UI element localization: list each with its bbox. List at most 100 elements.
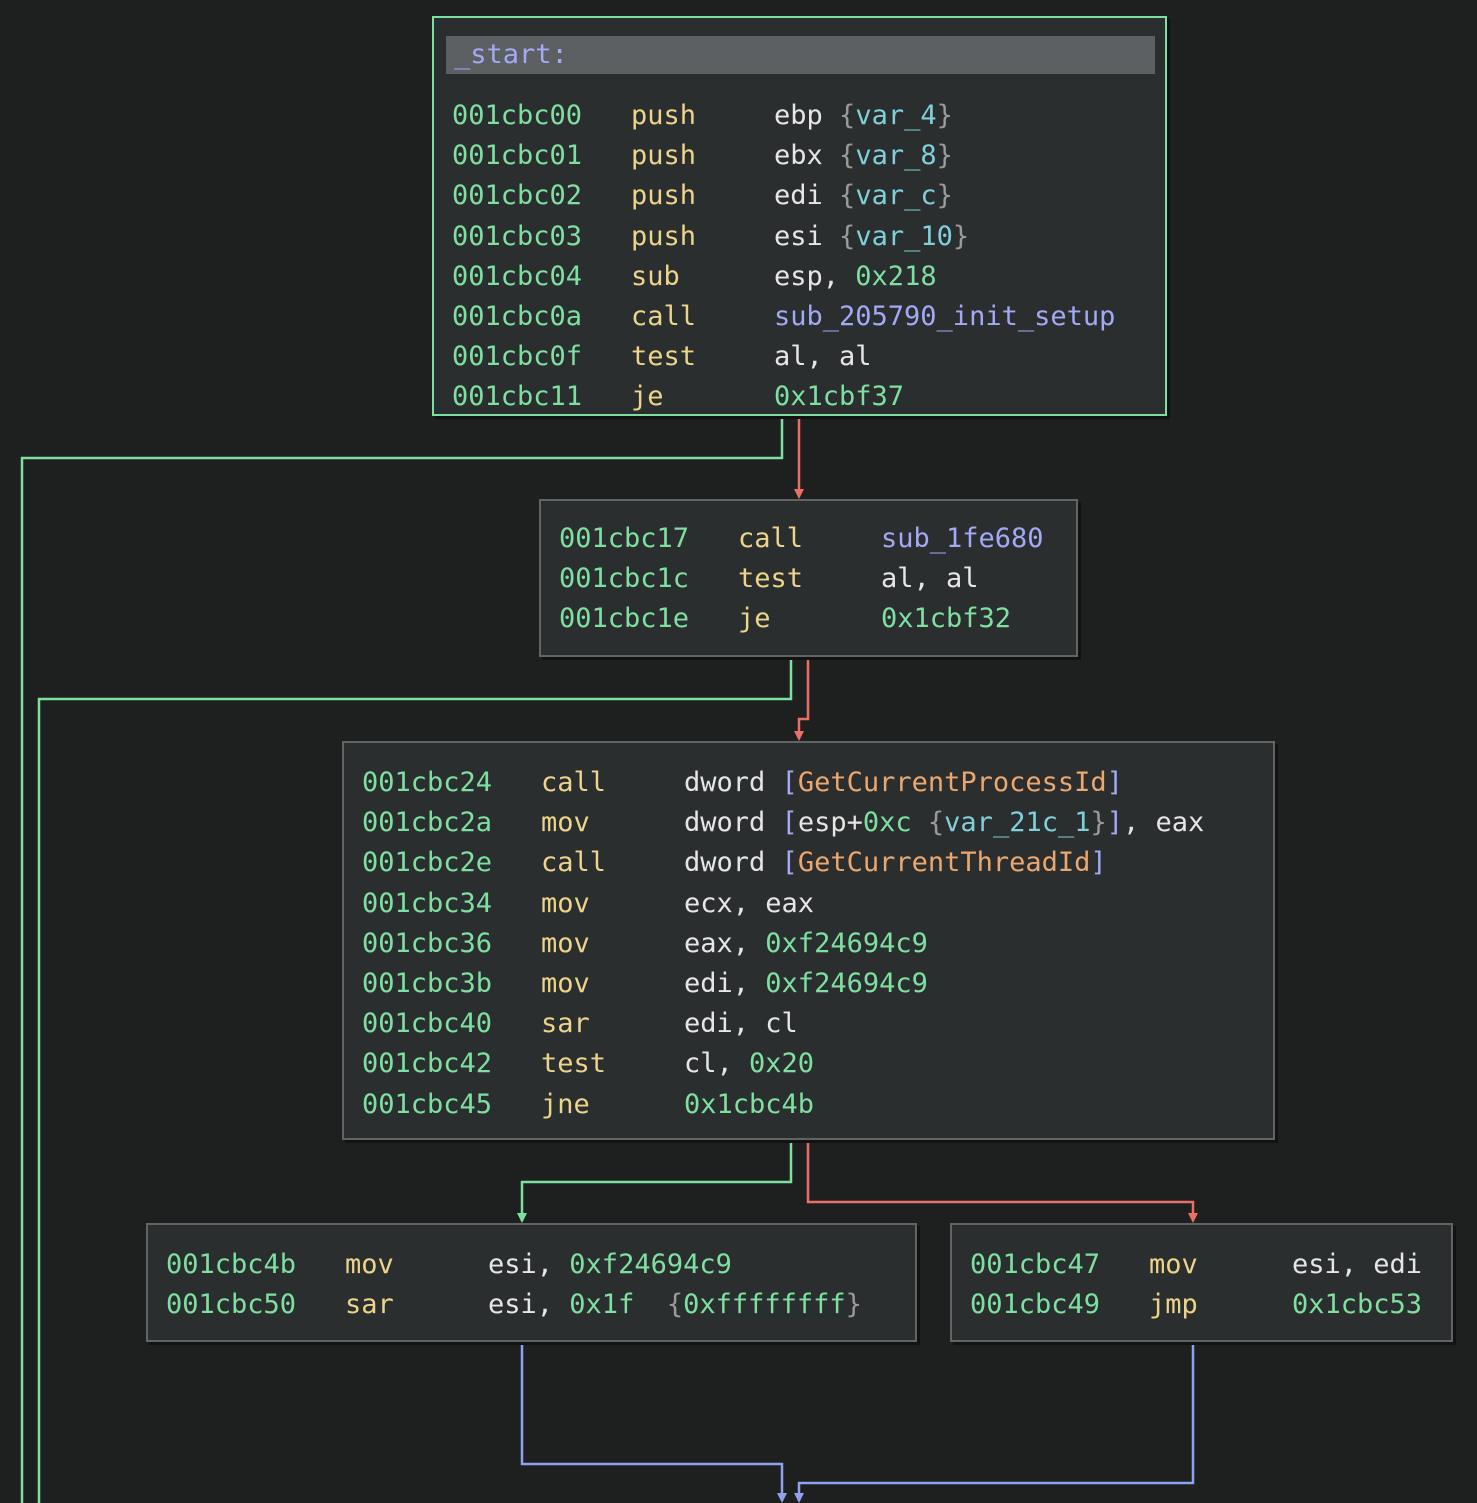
operand-token-num[interactable]: 0xf24694c9 xyxy=(765,968,928,999)
operand-token-num[interactable]: 0x1cbc53 xyxy=(1292,1289,1423,1321)
instruction-address[interactable]: 001cbc47 xyxy=(970,1249,1101,1280)
instruction-mnemonic: call xyxy=(541,767,607,798)
operand-token-reg: esp xyxy=(774,260,823,292)
operand-token-num[interactable]: 0xffffffff xyxy=(683,1289,846,1321)
instruction-mnemonic: je xyxy=(738,603,771,635)
operand-token-brace: } xyxy=(936,100,953,131)
instruction-mnemonic: test xyxy=(738,563,804,595)
instruction-operands: dword [GetCurrentThreadId] xyxy=(684,843,1107,883)
instruction-address[interactable]: 001cbc34 xyxy=(362,887,493,919)
operand-token-num[interactable]: 0x1f xyxy=(569,1289,635,1321)
operand-token-reg: esi xyxy=(1292,1249,1341,1280)
instruction-row[interactable]: 001cbc1c test al, al xyxy=(541,559,1076,599)
instruction-address[interactable]: 001cbc3b xyxy=(362,968,493,999)
operand-token-punc xyxy=(823,180,839,211)
operand-token-sym[interactable]: sub_205790_init_setup xyxy=(774,301,1116,332)
instruction-operands: 0x1cbf32 xyxy=(881,599,1011,639)
instruction-operands: ebx {var_8} xyxy=(774,136,953,176)
instruction-address[interactable]: 001cbc01 xyxy=(452,140,583,172)
instruction-address[interactable]: 001cbc17 xyxy=(559,523,690,554)
instruction-address[interactable]: 001cbc2a xyxy=(362,807,493,839)
operand-token-sym[interactable]: sub_1fe680 xyxy=(881,523,1044,554)
operand-token-reg: al xyxy=(839,341,872,373)
operand-token-brace: { xyxy=(839,220,856,252)
instruction-address[interactable]: 001cbc24 xyxy=(362,767,493,798)
edge-b1-true xyxy=(37,657,793,1503)
instruction-address[interactable]: 001cbc1c xyxy=(559,563,690,595)
instruction-operands: esi, 0xf24694c9 xyxy=(488,1245,732,1285)
instruction-address[interactable]: 001cbc45 xyxy=(362,1088,493,1120)
operand-token-num[interactable]: 0xc xyxy=(862,807,912,839)
instruction-address[interactable]: 001cbc49 xyxy=(970,1289,1101,1321)
instruction-operands: dword [GetCurrentProcessId] xyxy=(684,763,1123,803)
instruction-address[interactable]: 001cbc03 xyxy=(452,220,583,252)
instruction-address[interactable]: 001cbc00 xyxy=(452,100,583,131)
operand-token-num[interactable]: 0x1cbc4b xyxy=(684,1088,815,1120)
operand-token-num[interactable]: 0x20 xyxy=(749,1048,815,1080)
instruction-address[interactable]: 001cbc50 xyxy=(166,1289,297,1321)
operand-token-imp[interactable]: GetCurrentThreadId xyxy=(797,847,1091,879)
instruction-address[interactable]: 001cbc4b xyxy=(166,1249,297,1280)
operand-token-punc: , xyxy=(732,968,766,999)
operand-token-var[interactable]: var_4 xyxy=(855,100,937,131)
instruction-address[interactable]: 001cbc11 xyxy=(452,381,583,413)
instruction-row[interactable]: 001cbc24 call dword [GetCurrentProcessId] xyxy=(344,763,1273,803)
instruction-address[interactable]: 001cbc40 xyxy=(362,1008,493,1040)
instruction-address[interactable]: 001cbc42 xyxy=(362,1048,493,1080)
operand-token-num[interactable]: 0xf24694c9 xyxy=(765,927,928,959)
instruction-address[interactable]: 001cbc36 xyxy=(362,927,493,959)
operand-token-brk: [ xyxy=(781,807,798,839)
instruction-row[interactable]: 001cbc1e je 0x1cbf32 xyxy=(541,599,1076,639)
instruction-address[interactable]: 001cbc2e xyxy=(362,847,493,879)
operand-token-var[interactable]: var_21c_1 xyxy=(944,807,1091,839)
instruction-address[interactable]: 001cbc0f xyxy=(452,341,583,373)
operand-token-num[interactable]: 0x1cbf37 xyxy=(774,381,905,413)
operand-token-brace: { xyxy=(839,100,856,131)
operand-token-num[interactable]: 0x1cbf32 xyxy=(881,603,1012,635)
instruction-operands: al, al xyxy=(881,559,979,599)
instruction-address[interactable]: 001cbc0a xyxy=(452,301,583,332)
instruction-address[interactable]: 001cbc1e xyxy=(559,603,690,635)
operand-token-num[interactable]: 0xf24694c9 xyxy=(569,1249,732,1280)
operand-token-var[interactable]: var_8 xyxy=(855,140,937,172)
instruction-address[interactable]: 001cbc04 xyxy=(452,260,583,292)
edge-b4-jmp xyxy=(794,1342,1195,1503)
operand-token-reg: al xyxy=(946,563,979,595)
operand-token-var[interactable]: var_c xyxy=(855,180,937,212)
instruction-address[interactable]: 001cbc02 xyxy=(452,180,583,212)
operand-token-punc: + xyxy=(846,807,863,839)
operand-token-num[interactable]: 0x218 xyxy=(855,260,937,292)
instruction-operands: eax, 0xf24694c9 xyxy=(684,924,928,964)
operand-token-imp[interactable]: GetCurrentProcessId xyxy=(797,767,1107,798)
instruction-operands: ecx, eax xyxy=(684,884,814,924)
operand-token-var[interactable]: var_10 xyxy=(855,220,953,252)
operand-token-brk: [ xyxy=(781,767,798,798)
